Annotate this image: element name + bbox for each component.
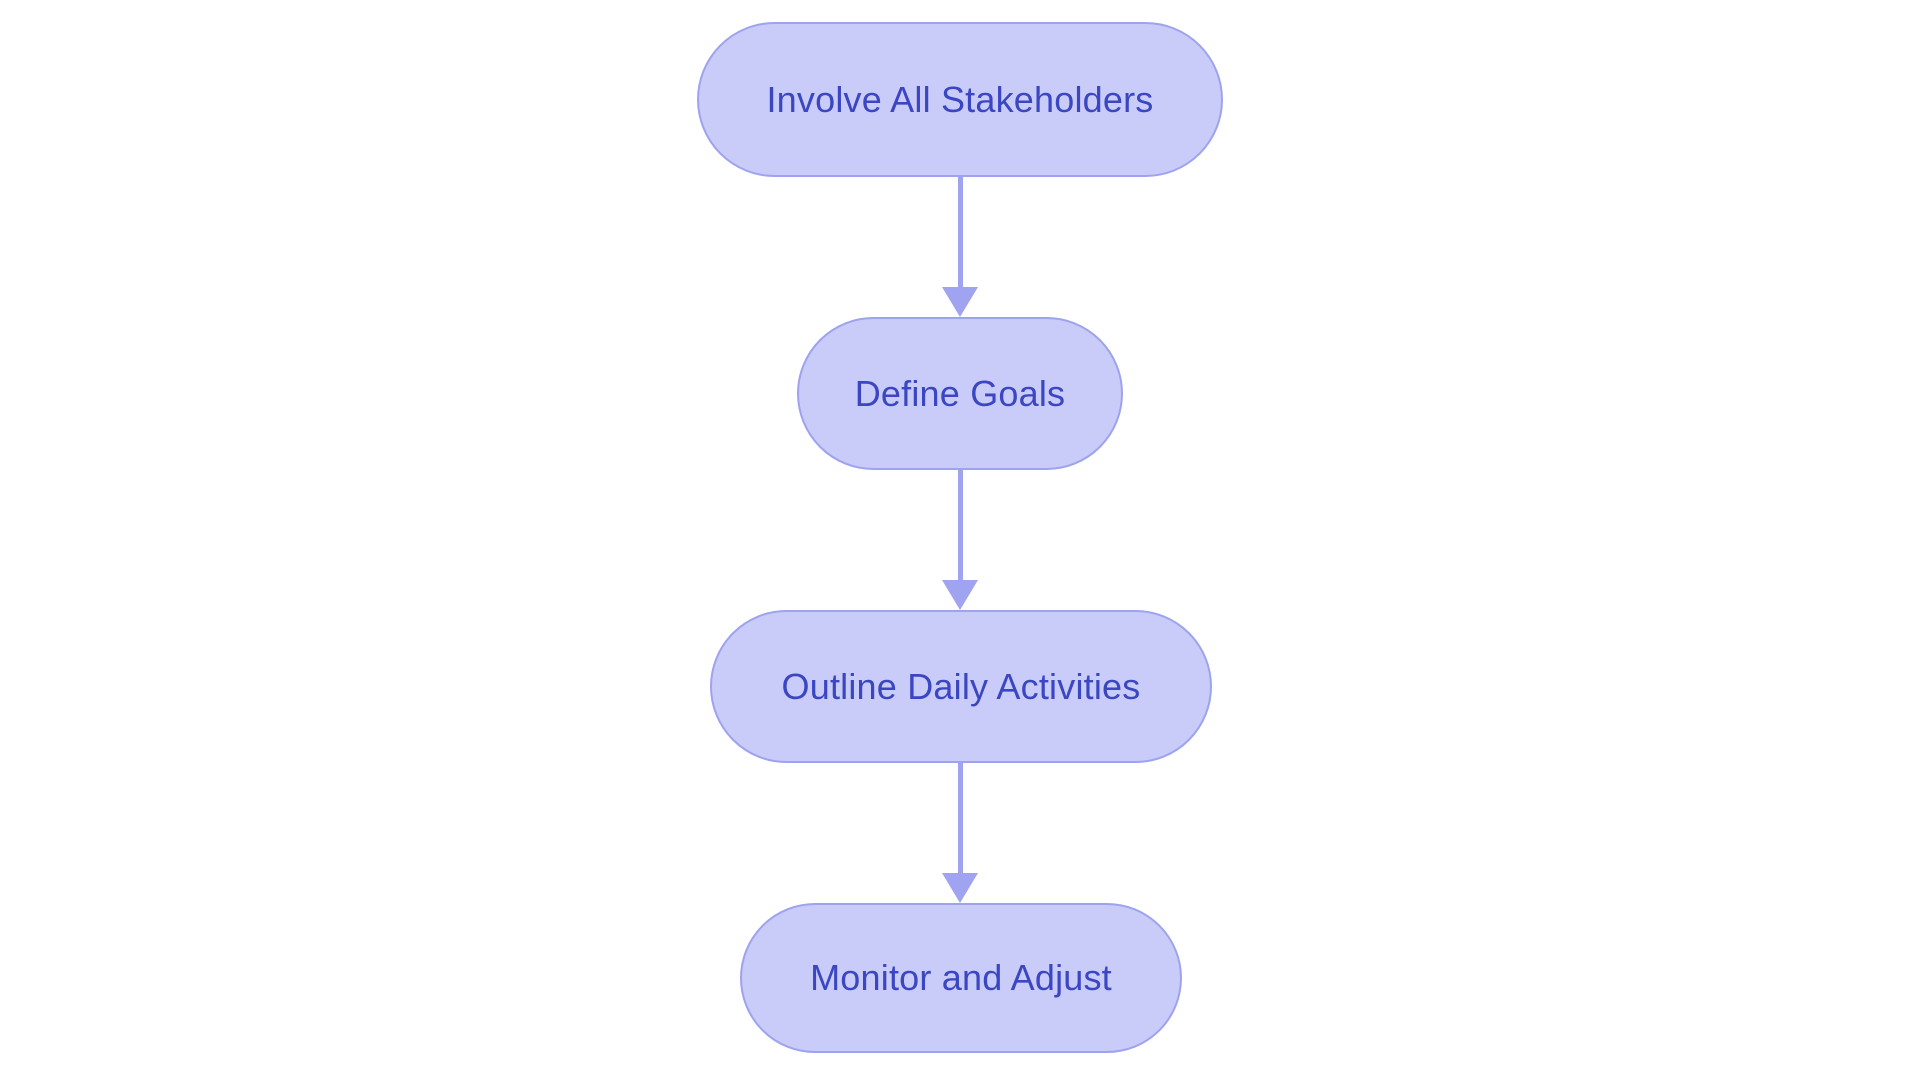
arrow-connector-2 [942,470,978,610]
node-label: Outline Daily Activities [781,665,1141,707]
arrow-connector-1 [942,177,978,317]
node-label: Define Goals [854,372,1066,414]
node-label: Monitor and Adjust [810,957,1112,998]
arrow-line [957,470,963,580]
flowchart-node-define-goals: Define Goals [797,317,1123,470]
flowchart-node-monitor-and-adjust: Monitor and Adjust [740,903,1182,1053]
arrow-line [957,177,963,287]
arrow-connector-3 [942,763,978,903]
arrow-head-icon [942,873,978,903]
node-label: Involve All Stakeholders [766,78,1154,120]
flowchart-node-involve-all-stakeholders: Involve All Stakeholders [697,22,1223,177]
arrow-head-icon [942,287,978,317]
flowchart-node-outline-daily-activities: Outline Daily Activities [710,610,1212,763]
arrow-head-icon [942,580,978,610]
arrow-line [957,763,963,873]
